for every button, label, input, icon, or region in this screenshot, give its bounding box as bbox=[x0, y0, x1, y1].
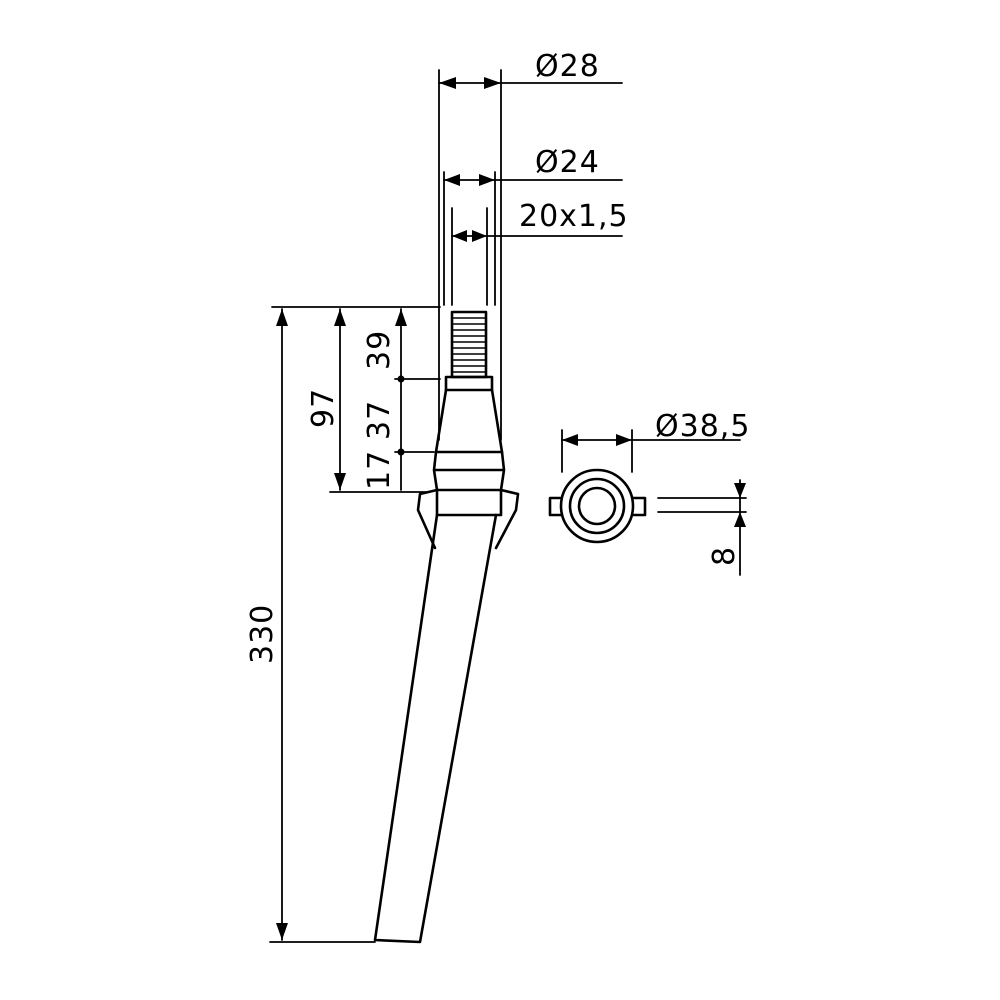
label-17: 17 bbox=[362, 450, 397, 490]
label-dia-28: Ø28 bbox=[535, 49, 600, 84]
right-lug bbox=[631, 496, 647, 517]
end-view bbox=[548, 468, 647, 544]
label-37: 37 bbox=[362, 400, 397, 440]
outer-ring bbox=[559, 468, 635, 544]
ring-band bbox=[432, 450, 506, 492]
shaft bbox=[373, 513, 498, 944]
label-dia-38-5: Ø38,5 bbox=[655, 409, 750, 444]
label-39: 39 bbox=[362, 330, 397, 370]
flange-face bbox=[435, 488, 503, 517]
label-dia-24: Ø24 bbox=[535, 145, 600, 180]
taper bbox=[434, 388, 504, 454]
dia-dimensions: Ø28 Ø24 20x1,5 bbox=[438, 49, 629, 441]
label-330: 330 bbox=[245, 604, 280, 664]
length-dimensions: 330 97 39 37 17 bbox=[245, 306, 441, 943]
inner-bore bbox=[577, 486, 617, 526]
thread-tip bbox=[450, 310, 488, 379]
end-view-dimensions: Ø38,5 8 bbox=[561, 409, 750, 576]
collar bbox=[444, 375, 494, 392]
label-97: 97 bbox=[306, 388, 341, 428]
label-8: 8 bbox=[707, 546, 742, 566]
middle-ring bbox=[568, 477, 626, 535]
tine-part bbox=[373, 310, 520, 944]
thread-hatching bbox=[453, 317, 485, 373]
label-thread: 20x1,5 bbox=[519, 199, 629, 234]
left-lug bbox=[548, 496, 564, 517]
